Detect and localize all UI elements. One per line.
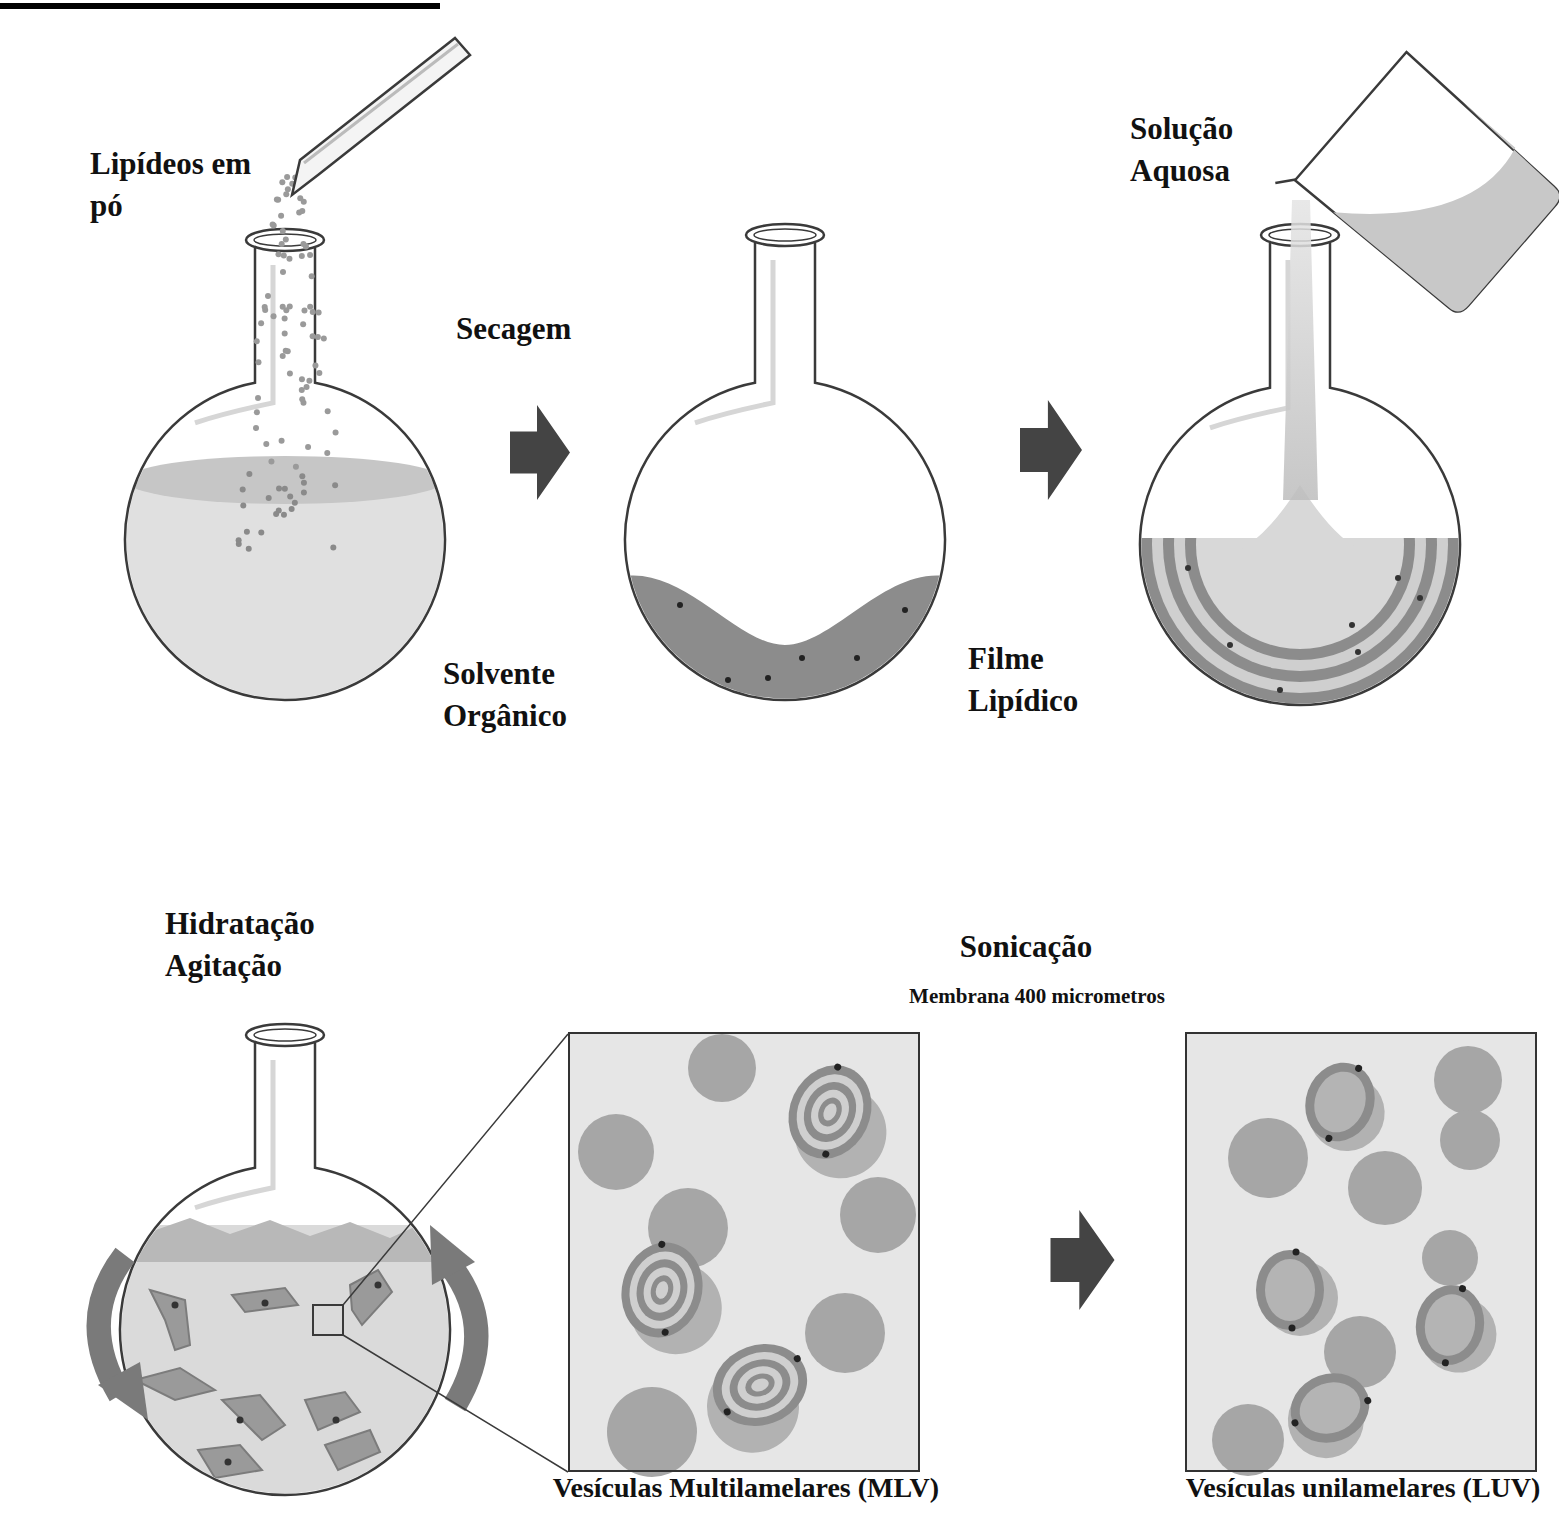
step-label: Hidratação Agitação xyxy=(165,903,380,987)
vesicle-panel: Vesículas unilamelares (LUV) xyxy=(1185,1032,1537,1472)
header-rule xyxy=(0,3,440,9)
vesicle xyxy=(1212,1046,1502,1476)
multilamellar-vesicle xyxy=(608,1233,736,1364)
process-arrow xyxy=(510,405,570,500)
rotation-arrow xyxy=(98,1225,476,1420)
step-label: Solução Aquosa xyxy=(1130,108,1295,192)
beaker xyxy=(1275,43,1559,331)
panel-caption: Vesículas unilamelares (LUV) xyxy=(1186,1473,1541,1504)
process-arrow xyxy=(1051,1210,1115,1310)
round-flask xyxy=(110,1024,470,1515)
unilamellar-vesicle xyxy=(1292,1051,1399,1161)
step-label: Lipídeos em pó xyxy=(90,143,255,227)
zoom-lines xyxy=(313,1034,568,1472)
step-label: Filme Lipídico xyxy=(968,638,1118,722)
round-flask xyxy=(120,229,450,710)
unilamellar-vesicle xyxy=(1409,1278,1505,1378)
step-label: Sonicação xyxy=(960,926,1093,968)
pipette xyxy=(292,38,470,195)
panel-caption: Vesículas Multilamelares (MLV) xyxy=(553,1473,939,1504)
vesicle xyxy=(578,1034,916,1477)
pour-stream xyxy=(1283,200,1318,500)
step-label: Solvente Orgânico xyxy=(443,653,623,737)
annotation: Membrana 400 micrometros xyxy=(909,982,1165,1010)
step-label: Secagem xyxy=(456,308,571,350)
round-flask xyxy=(615,224,955,715)
multilamellar-vesicle xyxy=(690,1331,827,1466)
vesicle-panel: Vesículas Multilamelares (MLV) xyxy=(568,1032,920,1472)
multilamellar-vesicle xyxy=(768,1052,908,1194)
unilamellar-vesicle xyxy=(1256,1249,1338,1337)
lipid-powder xyxy=(253,174,339,470)
process-arrow xyxy=(1020,400,1082,500)
unilamellar-vesicle xyxy=(1275,1362,1385,1469)
